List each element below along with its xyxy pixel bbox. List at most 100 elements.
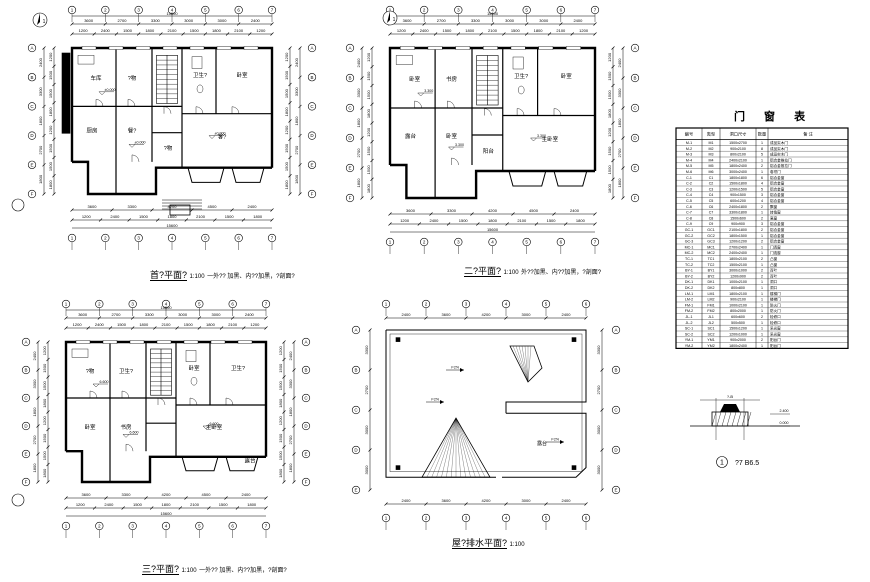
dim-top-1-tick <box>490 22 495 26</box>
dim-right-2-value: 1500 <box>284 70 289 80</box>
axis-bubble-bottom-number: 5 <box>525 240 528 245</box>
dim-left-1-value: 1800 <box>356 118 361 128</box>
dim-left-2-tick <box>52 101 56 105</box>
axis-bubble-left-letter: B <box>348 76 351 81</box>
schedule-cell: 1200x900 <box>730 274 746 278</box>
room-label-storage: ?物 <box>86 367 95 375</box>
roof-axis-top-number: 4 <box>505 302 508 307</box>
dim-bottom-1-tick <box>511 212 515 216</box>
axis-bubble-left-letter: F <box>31 192 34 197</box>
roof-dim-bottom-value: 2400 <box>402 498 412 503</box>
dim-top-2-tick <box>203 32 208 36</box>
schedule-cell: C-2 <box>686 182 692 186</box>
axis-bubble-right <box>301 421 311 431</box>
schedule-cell: 2 <box>761 228 763 232</box>
dim-top-2-value: 2100 <box>228 322 238 327</box>
dim-top-1-value: 2400 <box>573 18 583 23</box>
axis-bubble-left-letter: C <box>24 396 28 401</box>
dim-top-1-tick <box>559 22 563 26</box>
roof-dim-left-tick <box>368 408 372 412</box>
axis-bubble-left <box>21 477 31 487</box>
dim-left-2-tick <box>52 174 56 178</box>
dim-top-2-tick <box>86 326 90 330</box>
axis-bubble-bottom-number: 2 <box>98 524 101 529</box>
dim-left-2-value: 1500 <box>42 363 47 373</box>
axis-bubble-top-number: 6 <box>237 8 240 13</box>
dim-top-2-value: 1500 <box>511 28 521 33</box>
dim-top-1-tick <box>270 22 274 26</box>
axis-bubble-right <box>301 393 311 403</box>
room-label-bathroom: 卫生? <box>514 72 528 80</box>
dim-bottom-1-tick <box>104 496 108 500</box>
entry-porch <box>169 204 191 216</box>
detail-level: 0.000 <box>780 421 789 425</box>
roof-dim-top-value: 4200 <box>482 312 492 317</box>
roof-axis-top-number: 5 <box>545 302 548 307</box>
schedule-cell: M-4 <box>686 158 692 162</box>
axis-bubble-left-letter: B <box>24 368 27 373</box>
dim-top-2-tick <box>456 32 461 36</box>
roof-axis-right-letter: A <box>614 328 617 333</box>
schedule-cell: 2 <box>761 205 763 209</box>
roof-drain <box>395 337 401 342</box>
dim-top-1-value: 3000 <box>184 18 194 23</box>
schedule-cell: 2400x1800 <box>729 205 747 209</box>
second-floor-title-text: 二?平面? <box>464 266 502 277</box>
room-label-garage: 车库 <box>90 74 102 82</box>
dim-top-2-value: 1200 <box>250 322 260 327</box>
schedule-cell: DK-2 <box>685 286 693 290</box>
roof-tile-line <box>431 417 457 478</box>
schedule-cell: 铝合金窗 <box>770 227 785 232</box>
dim-bottom-1-value: 3300 <box>128 204 138 209</box>
schedule-cell: C-3 <box>686 187 692 191</box>
dim-right-2-tick <box>611 46 615 50</box>
dim-bottom-2-value: 1500 <box>139 214 149 219</box>
roof-axis-bottom <box>381 513 391 523</box>
axis-bubble-left-letter: A <box>30 46 33 51</box>
axis-bubble-top <box>128 299 137 309</box>
dim-left-1-value: 3300 <box>356 88 361 98</box>
axis-bubble-bottom <box>228 521 237 531</box>
dim-left-1-tick <box>36 452 40 456</box>
dim-left-1-value: 1800 <box>32 407 37 417</box>
slope-value: i=2% <box>431 398 440 402</box>
dim-right-2-value: 1200 <box>607 127 612 137</box>
detail-callout-number: 1 <box>720 460 724 467</box>
door-swing <box>163 106 172 114</box>
roof-title-text: 屋?排水平面? <box>452 538 508 549</box>
dim-right-2-tick <box>282 480 286 484</box>
roof-axis-left <box>351 325 361 335</box>
third-floor-title-text: 三?平面? <box>142 564 180 575</box>
axis-bubble-top <box>556 5 565 15</box>
roof-dim-left-value: 3000 <box>364 425 369 435</box>
dim-left-2-tick <box>46 480 50 484</box>
schedule-cell: 1000x2100 <box>729 280 747 284</box>
dim-right-2-tick <box>611 83 615 88</box>
door-swing <box>516 108 525 116</box>
dim-bottom-2-tick <box>417 222 421 226</box>
roof-dim-top-value: 3600 <box>442 312 452 317</box>
schedule-cell: 4 <box>761 199 763 203</box>
dim-right-2-tick <box>288 82 292 87</box>
room-label-bedroom: 卧室 <box>236 71 248 79</box>
dim-bottom-2-tick <box>92 506 97 510</box>
roof-tile-line <box>436 417 457 478</box>
schedule-cell: 1 <box>761 303 763 307</box>
roof-drain <box>571 337 577 342</box>
dim-bottom-1-value: 3300 <box>447 208 457 213</box>
axis-bubble-right-letter: F <box>634 196 637 201</box>
dim-left-2-tick <box>52 64 56 68</box>
axis-bubble-right-letter: D <box>304 424 308 429</box>
schedule-cell: 高窗 <box>770 215 778 220</box>
dim-left-1-tick <box>42 46 46 50</box>
dim-right-2-value: 1800 <box>284 107 289 117</box>
dim-bottom-2-tick <box>264 506 268 510</box>
axis-bubble-left <box>21 449 31 459</box>
axis-bubble-right-letter: B <box>304 368 307 373</box>
axis-bubble-top <box>201 5 210 15</box>
room-label-master_bedroom: 主卧室 <box>542 135 559 143</box>
first-floor-title-text: 首?平面? <box>150 270 188 281</box>
level-mark <box>92 383 100 388</box>
dim-top-1-value: 3600 <box>403 18 413 23</box>
